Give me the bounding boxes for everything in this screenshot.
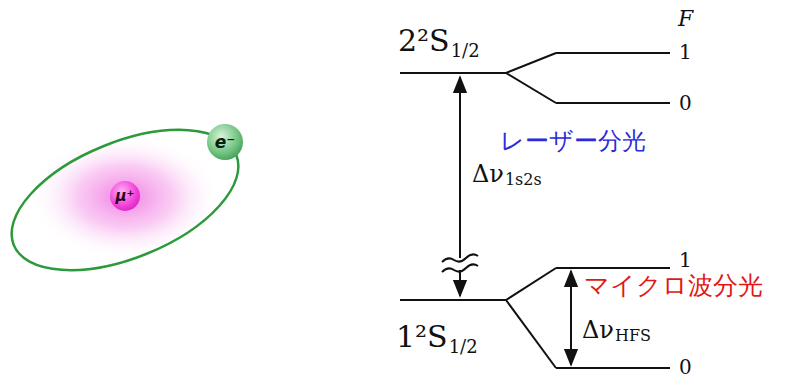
- f-value: 1: [679, 250, 692, 270]
- interval-symbol: Δν: [582, 318, 614, 342]
- term-subscript: 1/2: [449, 338, 478, 356]
- f-value: 1: [679, 42, 692, 62]
- electron-particle: e⁻: [207, 124, 243, 160]
- method-label: レーザー分光: [500, 129, 646, 153]
- term-subscript: 1/2: [451, 42, 480, 60]
- interval-subscript: HFS: [615, 328, 651, 344]
- f-value: 0: [679, 93, 692, 113]
- muon-glow: [30, 135, 220, 259]
- method-label: マイクロ波分光: [584, 273, 763, 298]
- quantum-number-label: F: [678, 8, 693, 30]
- interval-symbol: Δν: [472, 162, 504, 186]
- particle-symbol: e⁻: [215, 134, 236, 151]
- electron-orbit: [0, 101, 258, 298]
- term-symbol: 2²S: [398, 26, 450, 56]
- interval-subscript: 1s2s: [505, 172, 542, 188]
- f-value: 0: [679, 357, 692, 377]
- term-symbol: 1²S: [396, 322, 448, 352]
- muon-particle: μ⁺: [110, 181, 140, 211]
- break-mark: [442, 254, 478, 272]
- energy-levels: [400, 53, 670, 368]
- particle-symbol: μ⁺: [116, 189, 135, 204]
- hfs-arrow: [570, 271, 572, 365]
